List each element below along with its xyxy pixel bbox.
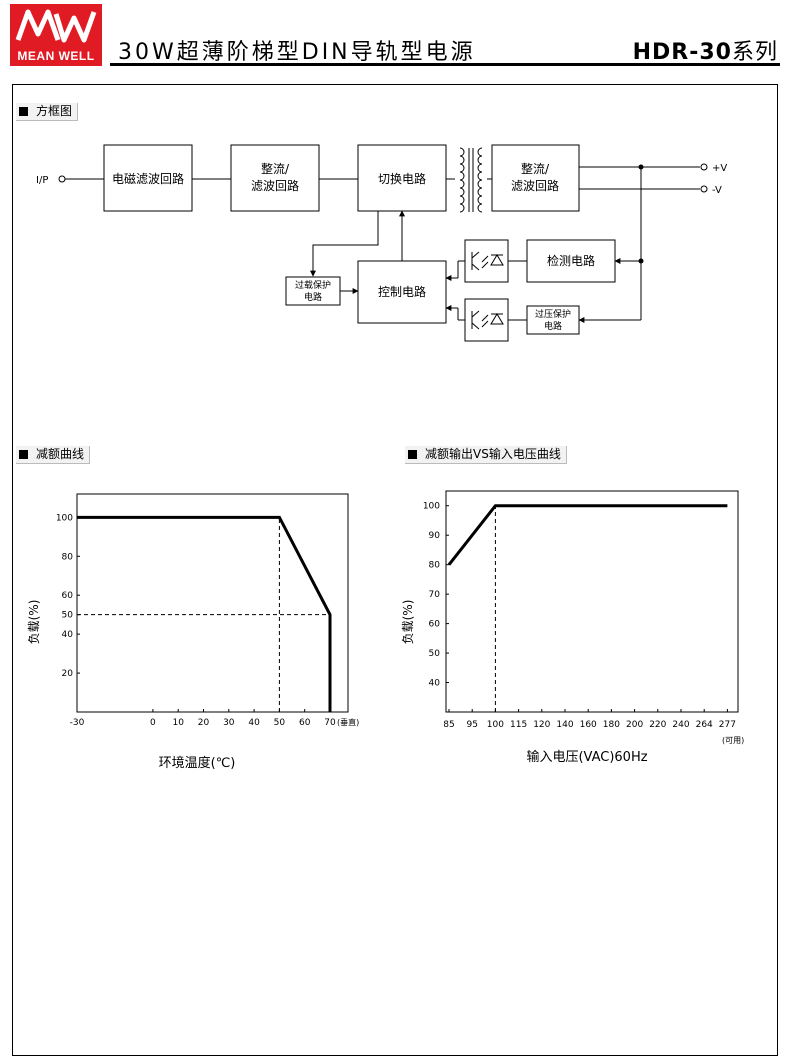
- logo-brand-text: MEAN WELL: [17, 49, 95, 63]
- olp-label-line1: 过载保护: [295, 279, 331, 291]
- chart1-x-tick-label: 10: [172, 718, 184, 728]
- chart2-y-tick-label: 90: [429, 531, 441, 541]
- chart1-x-tick-suffix: (垂直): [337, 717, 359, 727]
- optocoupler-2-symbol: [471, 310, 504, 330]
- chart1-y-tick-label: 20: [62, 669, 74, 679]
- chart2-y-tick-label: 50: [429, 649, 441, 659]
- content-frame: [12, 84, 778, 1056]
- page-header: MEAN WELL 30W超薄阶梯型DIN导轨型电源 HDR-30系列: [0, 0, 800, 72]
- emi-filter-box: [103, 144, 193, 212]
- chart2-x-tick-label: 160: [580, 720, 597, 730]
- section-block-diagram: 方框图: [16, 103, 79, 121]
- rectifier-1-label-line1: 整流/: [261, 161, 290, 176]
- section-derating-curve: 减额曲线: [16, 446, 91, 464]
- chart2-x-tick-label: 100: [487, 720, 504, 730]
- output-neg-label: -V: [712, 185, 722, 196]
- chart1-y-tick-label: 60: [62, 591, 74, 601]
- series-label: HDR-30系列: [633, 34, 778, 66]
- chart2-plot-area: [445, 490, 739, 713]
- chart1-plot-area: [76, 493, 349, 713]
- rectifier-2-label-line1: 整流/: [521, 161, 550, 176]
- ovp-label-line1: 过压保护: [535, 308, 571, 320]
- control-label: 控制电路: [378, 284, 426, 299]
- rectifier-2-label-line2: 滤波回路: [511, 178, 559, 193]
- chart2-x-tick-label: 140: [556, 720, 573, 730]
- chart1-x-tick-label: 0: [150, 718, 156, 728]
- chart1-x-tick-label: -30: [70, 718, 85, 728]
- chart2-x-tick-label: 264: [696, 720, 713, 730]
- chart1-x-tick-label: 40: [248, 718, 260, 728]
- transformer-symbol: [459, 147, 483, 213]
- section-block-diagram-label: 方框图: [36, 104, 73, 118]
- chart2-x-tick-label: 115: [510, 720, 527, 730]
- series-suffix: 系列: [731, 40, 778, 65]
- section-derating-curve-label: 减额曲线: [36, 447, 85, 461]
- output-pos-label: +V: [712, 163, 727, 174]
- chart2-y-tick-label: 40: [429, 679, 441, 689]
- section-derating-vs-input-label: 减额输出VS输入电压曲线: [425, 447, 561, 461]
- ovp-label-line2: 电路: [544, 320, 562, 332]
- chart2-x-tick-label: 180: [603, 720, 620, 730]
- output-pos-terminal: [700, 163, 708, 171]
- rectifier-box-1: [230, 144, 320, 212]
- chart1-x-tick-label: 70: [324, 718, 336, 728]
- chart2-x-tick-label: 200: [626, 720, 643, 730]
- junction-dot: [638, 164, 644, 170]
- chart2-y-tick-label: 80: [429, 561, 441, 571]
- page-title: 30W超薄阶梯型DIN导轨型电源: [118, 40, 476, 65]
- chart1-series-line: [77, 515, 332, 712]
- chart2-x-tick-label: 220: [649, 720, 666, 730]
- chart2-x-tick-label: 240: [672, 720, 689, 730]
- chart2-y-tick-label: 100: [423, 502, 440, 512]
- series-model: HDR-30: [632, 40, 732, 65]
- chart1-y-tick-label: 40: [62, 630, 74, 640]
- chart1-y-tick-label: 100: [56, 513, 73, 523]
- bullet-square-icon: [19, 107, 28, 116]
- chart2-x-axis-label: 输入电压(VAC)60Hz: [526, 749, 647, 765]
- chart2-x-tick-label: 277: [719, 720, 736, 730]
- bullet-square-icon: [19, 450, 28, 459]
- brand-logo: MEAN WELL: [10, 4, 102, 66]
- chart2-x-tick-label: 120: [533, 720, 550, 730]
- chart1-x-tick-label: 20: [198, 718, 210, 728]
- chart2-y-tick-label: 70: [429, 590, 441, 600]
- chart1-y-tick-label: 50: [62, 611, 74, 621]
- section-derating-vs-input: 减额输出VS输入电压曲线: [405, 446, 567, 464]
- chart2-x-tick-suffix: (可用): [722, 736, 744, 745]
- mw-logo-mark: [15, 9, 97, 43]
- chart2-series-line: [447, 504, 728, 566]
- chart2-x-tick-label: 85: [443, 720, 454, 730]
- switching-label: 切换电路: [378, 171, 426, 186]
- chart1-x-tick-label: 60: [299, 718, 311, 728]
- chart1-x-tick-label: 30: [223, 718, 235, 728]
- detection-label: 检测电路: [547, 253, 595, 268]
- rectifier-1-label-line2: 滤波回路: [251, 178, 299, 193]
- rectifier-box-2: [491, 144, 580, 212]
- bullet-square-icon: [408, 450, 417, 459]
- chart2-x-tick-label: 95: [466, 720, 477, 730]
- optocoupler-1-symbol: [471, 251, 504, 271]
- header-rule: [110, 63, 780, 66]
- output-neg-terminal: [700, 185, 708, 193]
- chart2-y-tick-label: 60: [429, 620, 441, 630]
- emi-filter-label: 电磁滤波回路: [112, 171, 184, 186]
- junction-dot: [638, 258, 644, 264]
- olp-label-line2: 电路: [304, 291, 322, 303]
- chart1-x-axis-label: 环境温度(℃): [159, 755, 236, 771]
- chart1-y-axis-label: 负载(%): [27, 600, 41, 645]
- chart1-x-tick-label: 50: [274, 718, 286, 728]
- chart2-y-axis-label: 负载(%): [401, 600, 415, 645]
- chart1-y-tick-label: 80: [62, 552, 74, 562]
- input-label: I/P: [36, 175, 48, 186]
